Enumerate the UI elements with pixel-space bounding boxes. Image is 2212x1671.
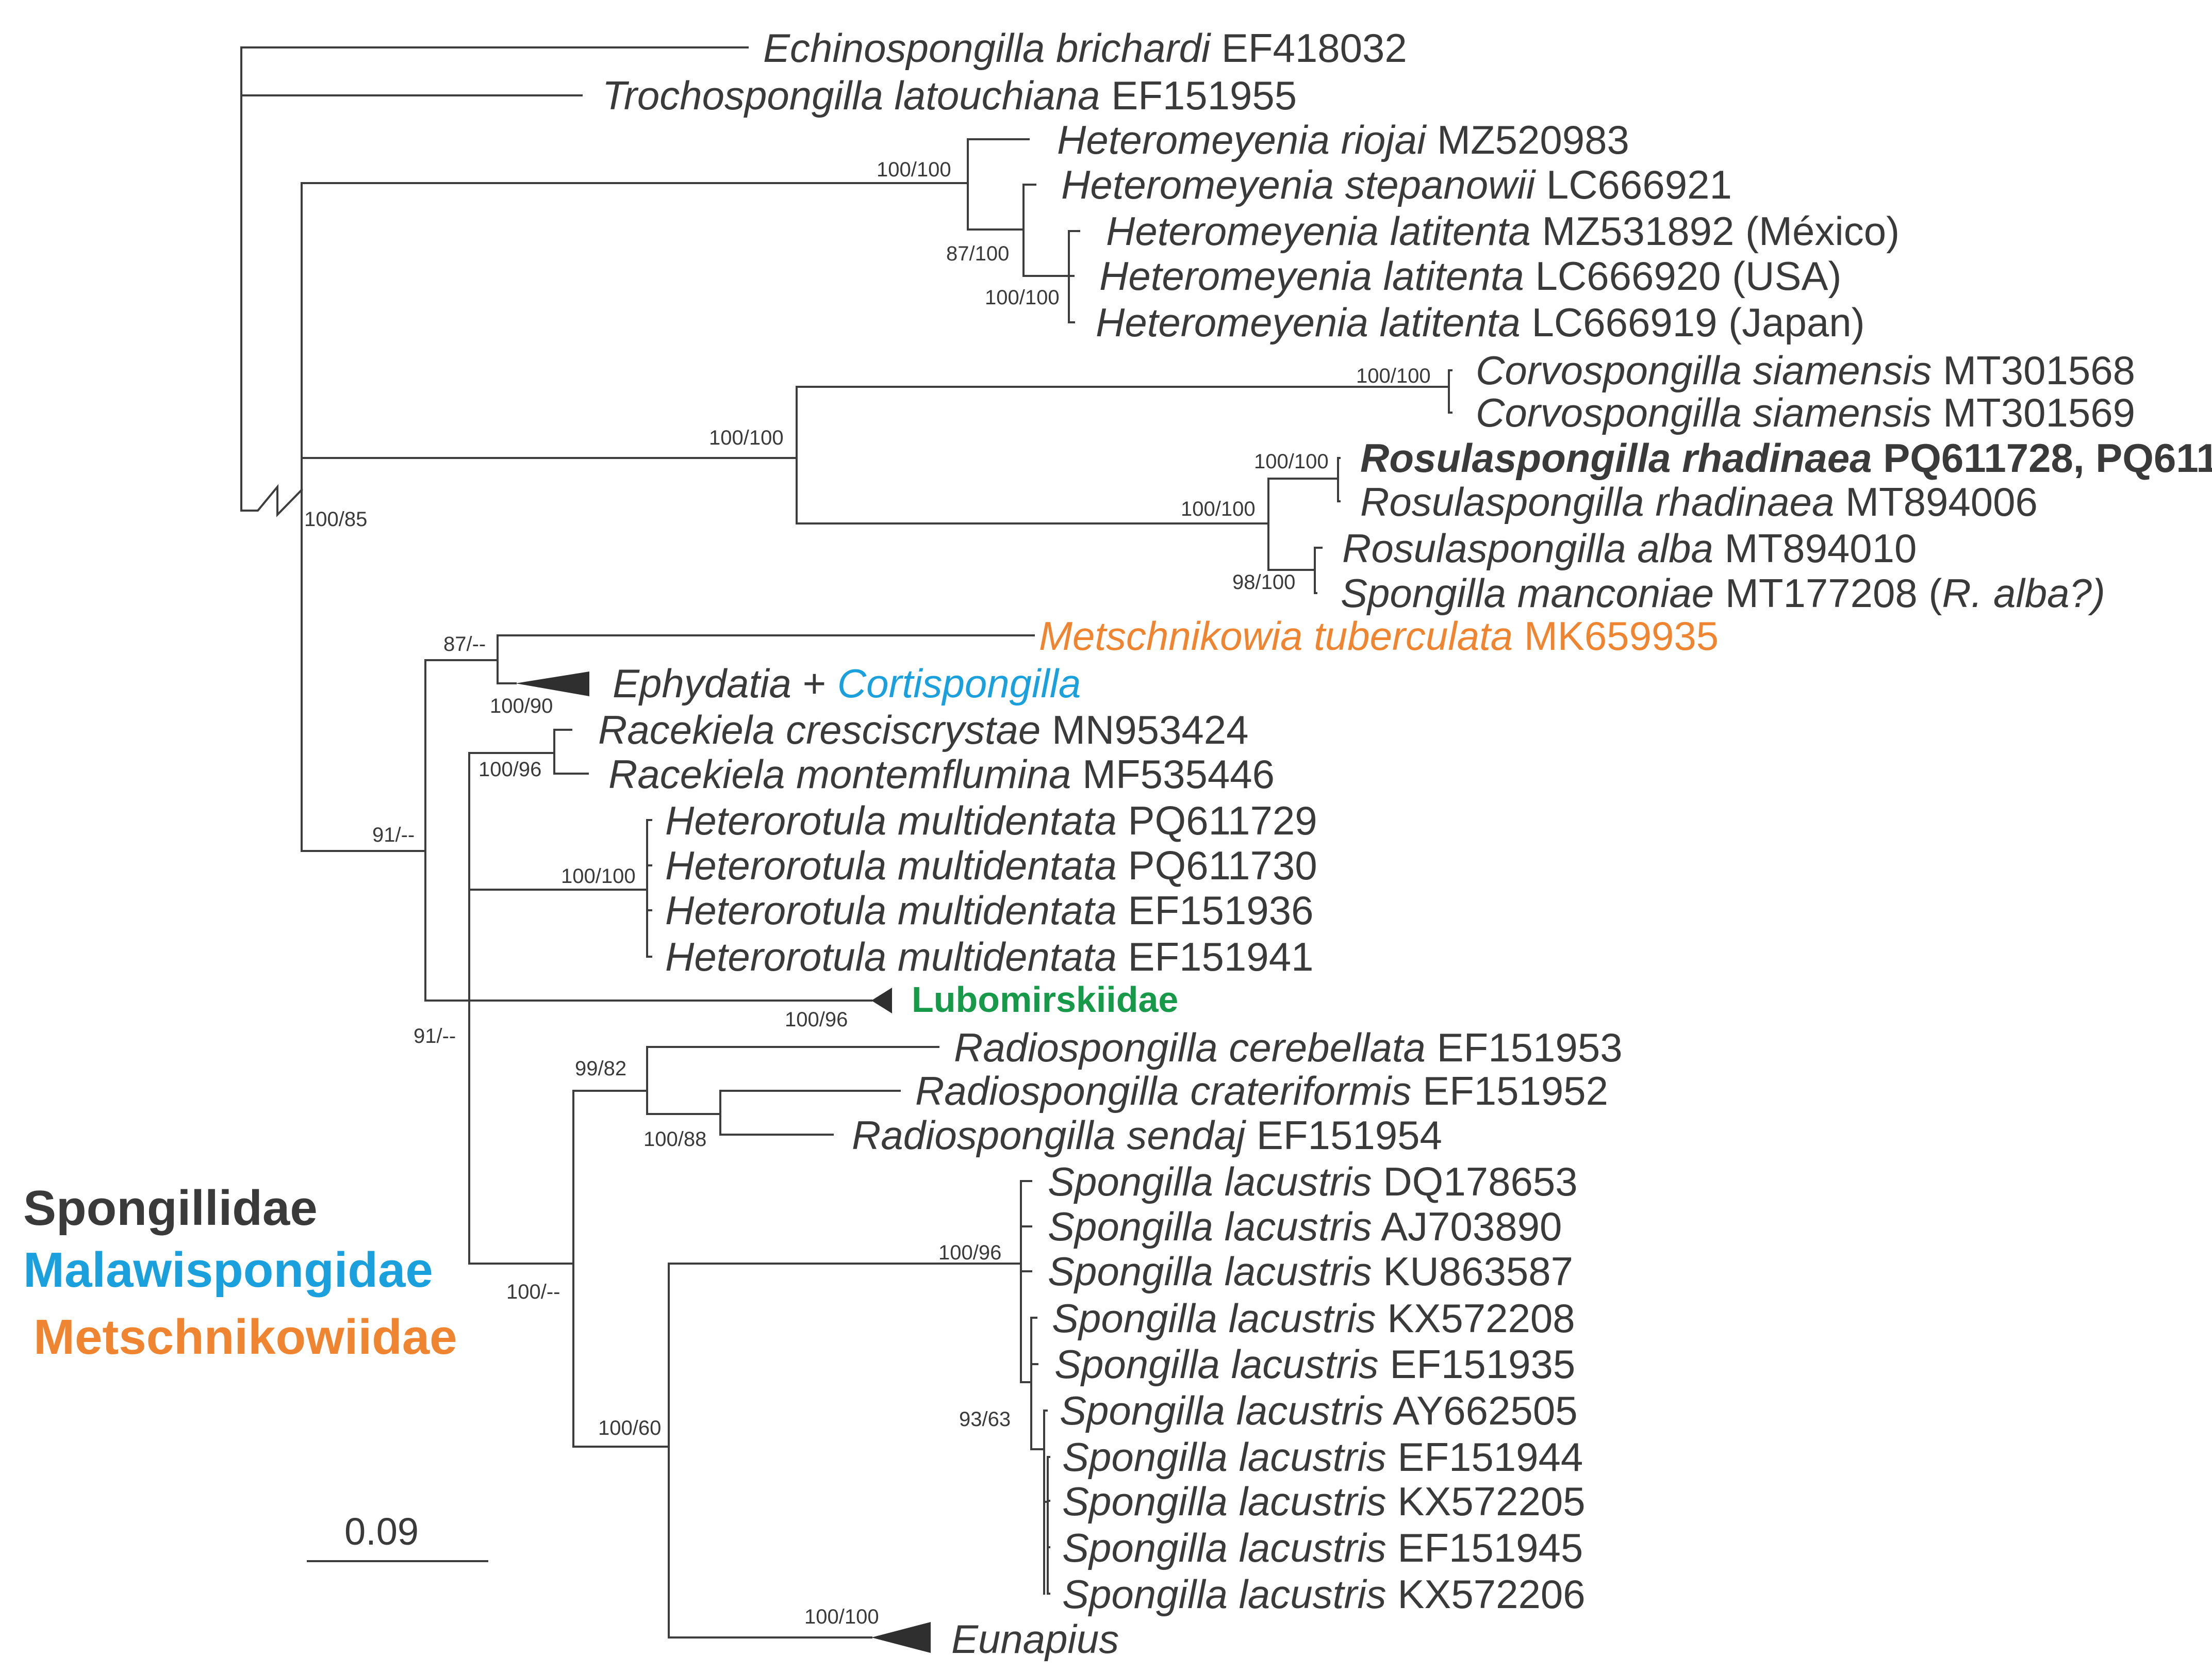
support-value: 91/-- [414, 1025, 456, 1047]
support-value: 100/85 [304, 508, 367, 531]
taxon-label-30: Spongilla lacustris EF151935 [1054, 1341, 1575, 1387]
taxon-label-5: Heteromeyenia latitenta MZ531892 (México… [1106, 208, 1900, 254]
legend-spongillidae: Spongillidae [23, 1181, 318, 1236]
taxon-label-9: Corvospongilla siamensis MT301569 [1476, 390, 2135, 435]
taxon-label-22: Lubomirskiidae [912, 979, 1178, 1020]
taxon-label-34: Spongilla lacustris EF151945 [1062, 1525, 1583, 1570]
support-value: 100/100 [561, 865, 636, 888]
support-value: 100/100 [709, 427, 784, 449]
taxon-label-17: Racekiela montemflumina MF535446 [608, 751, 1275, 797]
support-value: 100/96 [785, 1008, 848, 1031]
taxon-label-27: Spongilla lacustris AJ703890 [1048, 1204, 1562, 1249]
taxon-label-26: Spongilla lacustris DQ178653 [1048, 1159, 1578, 1204]
taxon-label-3: Heteromeyenia riojai MZ520983 [1057, 117, 1629, 162]
support-value: 100/-- [506, 1281, 560, 1303]
support-value: 100/100 [985, 286, 1060, 309]
collapsed-triangle-ephydatia [516, 671, 589, 696]
taxon-label-21: Heterorotula multidentata EF151941 [665, 934, 1313, 979]
taxon-label-1: Echinospongilla brichardi EF418032 [763, 25, 1407, 71]
taxon-label-16: Racekiela cresciscrystae MN953424 [598, 707, 1249, 752]
taxon-label-33: Spongilla lacustris KX572205 [1062, 1479, 1586, 1524]
taxon-label-28: Spongilla lacustris KU863587 [1048, 1249, 1573, 1294]
taxon-label-10: Rosulaspongilla rhadinaea PQ611728, PQ61… [1360, 435, 2212, 481]
support-values: 100/100 87/100 100/100 100/100 100/100 1… [304, 158, 1431, 1628]
support-value: 100/88 [643, 1128, 706, 1151]
scale-bar-label: 0.09 [344, 1510, 419, 1553]
taxon-label-19: Heterorotula multidentata PQ611730 [665, 843, 1317, 888]
taxon-label-25: Radiospongilla sendaj EF151954 [852, 1112, 1442, 1158]
support-value: 100/96 [938, 1241, 1001, 1264]
support-value: 100/100 [877, 158, 951, 181]
taxon-label-2: Trochospongilla latouchiana EF151955 [602, 73, 1297, 118]
taxon-label-35: Spongilla lacustris KX572206 [1062, 1571, 1586, 1617]
taxon-label-11: Rosulaspongilla rhadinaea MT894006 [1360, 479, 2038, 525]
support-value: 100/100 [1254, 450, 1329, 473]
support-value: 99/82 [575, 1057, 626, 1080]
taxon-label-36: Eunapius [951, 1616, 1119, 1662]
support-value: 100/60 [598, 1417, 661, 1439]
support-value: 100/90 [490, 695, 553, 717]
collapsed-triangle-eunapius [871, 1622, 931, 1653]
taxon-label-31: Spongilla lacustris AY662505 [1060, 1388, 1578, 1433]
taxon-label-6: Heteromeyenia latitenta LC666920 (USA) [1099, 253, 1841, 299]
family-legend: Spongillidae Malawispongidae Metschnikow… [23, 1181, 457, 1365]
support-value: 91/-- [372, 824, 415, 846]
taxon-label-4: Heteromeyenia stepanowii LC666921 [1061, 162, 1732, 207]
taxon-label-8: Corvospongilla siamensis MT301568 [1476, 348, 2135, 393]
taxon-label-24: Radiospongilla crateriformis EF151952 [915, 1068, 1608, 1113]
support-value: 87/100 [946, 242, 1009, 265]
taxon-labels: Echinospongilla brichardi EF418032 Troch… [598, 25, 2212, 1662]
support-value: 100/100 [1181, 498, 1256, 520]
taxon-label-13: Spongilla manconiae MT177208 (R. alba?) [1341, 570, 2105, 616]
taxon-label-20: Heterorotula multidentata EF151936 [665, 888, 1313, 933]
taxon-label-7: Heteromeyenia latitenta LC666919 (Japan) [1096, 300, 1865, 345]
support-value: 100/100 [1356, 365, 1431, 387]
support-value: 100/96 [478, 758, 541, 781]
support-value: 93/63 [959, 1408, 1011, 1431]
taxon-label-32: Spongilla lacustris EF151944 [1062, 1434, 1583, 1480]
support-value: 98/100 [1232, 571, 1295, 594]
support-value: 100/100 [804, 1606, 879, 1628]
tree-branches [240, 46, 1452, 1639]
collapsed-clades [516, 671, 931, 1653]
taxon-label-18: Heterorotula multidentata PQ611729 [665, 798, 1317, 843]
legend-malawispongidae: Malawispongidae [23, 1242, 433, 1298]
taxon-label-14: Metschnikowia tuberculata MK659935 [1039, 613, 1719, 659]
taxon-label-29: Spongilla lacustris KX572208 [1052, 1296, 1575, 1341]
scale-bar: 0.09 [307, 1510, 488, 1562]
legend-metschnikowiidae: Metschnikowiidae [34, 1309, 457, 1365]
taxon-label-12: Rosulaspongilla alba MT894010 [1342, 526, 1917, 571]
branch-broken [240, 484, 303, 517]
support-value: 87/-- [443, 633, 486, 656]
collapsed-triangle-lubomirskiidae [871, 988, 892, 1013]
taxon-label-15: Ephydatia + Cortispongilla [613, 661, 1081, 706]
taxon-label-23: Radiospongilla cerebellata EF151953 [954, 1025, 1623, 1070]
